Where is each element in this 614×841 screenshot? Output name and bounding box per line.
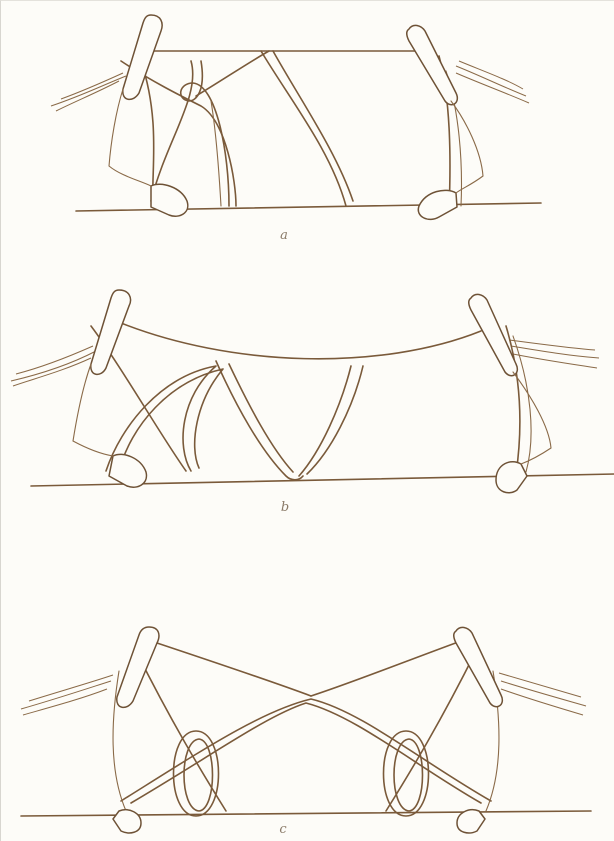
panel-b-v-loop-left-inner (229, 364, 293, 472)
panel-a-right-palm-outline (451, 101, 483, 193)
panel-b-right-strand-2 (513, 336, 531, 472)
panel-b-left-hand (73, 290, 146, 487)
panel-c-diagonal-right-to-left (131, 703, 481, 803)
panel-c-bottom-string (21, 811, 591, 816)
panel-a-right-rope-tail (456, 61, 529, 103)
panel-a-drawing (1, 1, 614, 271)
panel-b-v-loop-left (216, 361, 303, 480)
panel-b-left-palm-outline (73, 364, 113, 456)
panel-b-left-rope-tail (11, 346, 96, 386)
panel-a-left-rope-tail (51, 73, 126, 111)
panel-c-top-left-string (151, 641, 311, 696)
panel-b-drawing (1, 276, 614, 506)
panel-c-right-index-finger (454, 627, 503, 706)
panel-a-bottom-string (76, 203, 541, 211)
panel-c-top-right-string (311, 641, 461, 696)
panel-b-top-string (116, 321, 481, 359)
panel-c-caption: c (263, 823, 303, 837)
panel-c-left-rope-tail (21, 675, 113, 715)
panel-a-right-hand (407, 25, 483, 219)
panel-c-left-index-finger (117, 627, 159, 707)
panel-a-left-hand (109, 15, 188, 216)
panel-a-caption: a (264, 229, 304, 243)
panel-b-v-loop-right-inner (307, 366, 363, 474)
panel-b-right-thumb (496, 462, 527, 493)
panel-c-left-thumb (113, 810, 141, 833)
panel-a-left-palm-outline (109, 89, 151, 186)
panel-c-right-thumb (457, 810, 485, 833)
panel-b-left-index-finger (91, 290, 131, 374)
panel-b-right-index-finger (469, 294, 518, 375)
panel-b-left-thumb (109, 454, 146, 487)
panel-a-left-index-finger (123, 15, 162, 99)
panel-a-right-index-finger (407, 25, 458, 104)
panel-b-right-hand (469, 294, 551, 492)
panel-c-left-oval-inner (184, 739, 213, 811)
panel-c-long-diagonal-2 (386, 651, 476, 811)
panel-a-middle-loop (261, 51, 353, 206)
panel-b-right-rope-tail (509, 340, 599, 368)
panel-a-left-thumb (151, 184, 188, 216)
panel-a-right-thumb (418, 190, 457, 219)
panel-a-left-loop-1 (151, 61, 193, 201)
panel-a-cross-strand (196, 51, 269, 96)
panel-c-drawing (1, 611, 614, 841)
panel-b-caption: b (265, 501, 305, 515)
panel-c-right-rope-tail (499, 673, 586, 715)
panel-c-left-hand (113, 627, 159, 833)
